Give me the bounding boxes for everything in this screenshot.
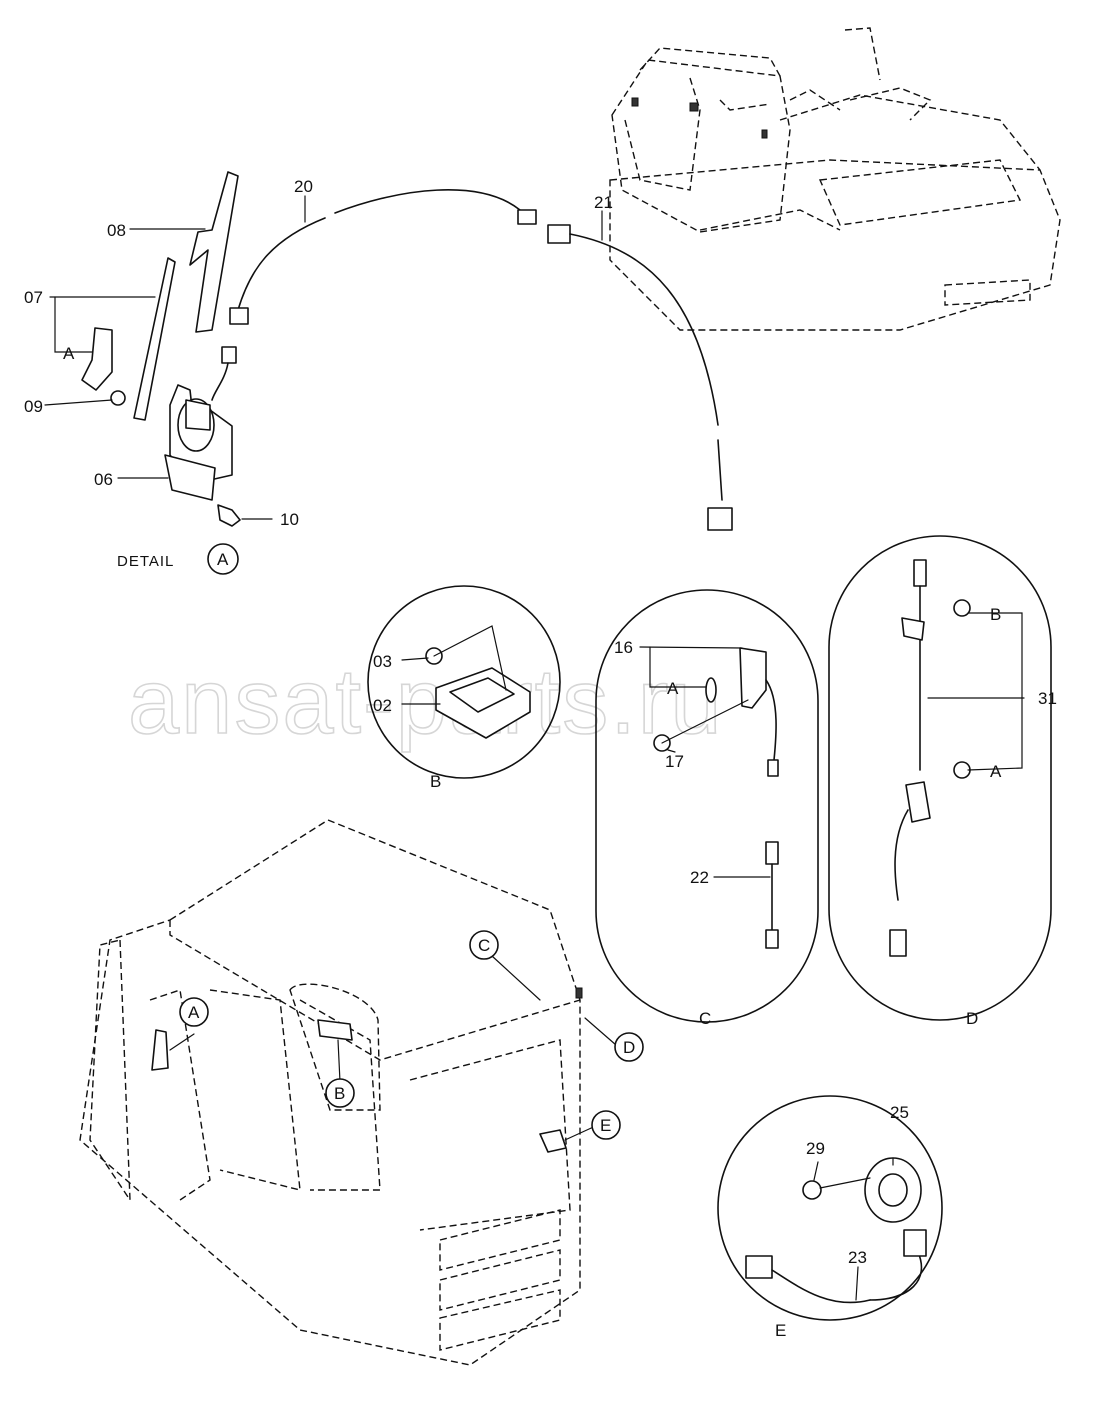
label-part-07: 07 <box>24 288 43 307</box>
view-b-lamp <box>367 585 561 779</box>
label-part-16: 16 <box>614 638 633 657</box>
leader-lines <box>44 195 1025 1301</box>
callout-b: B <box>325 1078 355 1108</box>
view-e-speaker <box>717 1095 943 1321</box>
label-part-06: 06 <box>94 470 113 489</box>
svg-text:E: E <box>600 1116 611 1135</box>
label-part-22: 22 <box>690 868 709 887</box>
label-part-20: 20 <box>294 177 313 196</box>
excavator-overview <box>609 27 1061 331</box>
view-d-antenna <box>828 535 1052 1021</box>
callout-e: E <box>591 1110 621 1140</box>
view-label-c: C <box>699 1009 711 1028</box>
label-part-31: 31 <box>1038 689 1057 708</box>
label-part-31-sub-b: B <box>990 605 1001 624</box>
view-c-cable <box>595 589 819 1023</box>
callout-d: D <box>614 1032 644 1062</box>
part-labels: 08 07 A 09 06 10 20 21 03 02 16 A 17 22 … <box>24 177 1057 1267</box>
view-label-b: B <box>430 772 441 791</box>
cab-drawing <box>79 819 583 1366</box>
detail-caption-ref: A <box>217 550 229 569</box>
label-part-02: 02 <box>373 696 392 715</box>
label-part-17: 17 <box>665 752 684 771</box>
label-part-10: 10 <box>280 510 299 529</box>
label-part-09: 09 <box>24 397 43 416</box>
callout-a: A <box>179 997 209 1027</box>
svg-text:D: D <box>623 1038 635 1057</box>
detail-caption-text: DETAIL <box>117 553 174 570</box>
svg-text:B: B <box>334 1084 345 1103</box>
label-part-08: 08 <box>107 221 126 240</box>
label-part-29: 29 <box>806 1139 825 1158</box>
callout-c: C <box>469 930 499 960</box>
harness-20-21 <box>229 189 733 531</box>
label-part-03: 03 <box>373 652 392 671</box>
label-part-16-sub-a: A <box>667 679 679 698</box>
view-label-d: D <box>966 1009 978 1028</box>
watermark: ansat-parts.ru <box>128 651 724 753</box>
callouts: A B C D E <box>179 930 644 1140</box>
label-part-31-sub-a: A <box>990 762 1002 781</box>
detail-a-caption: DETAIL A <box>117 543 239 575</box>
view-labels: B C D E <box>430 772 978 1340</box>
detail-a-wiper-assembly <box>81 171 241 527</box>
label-part-07-sub-a: A <box>63 344 75 363</box>
svg-text:A: A <box>188 1003 200 1022</box>
svg-text:C: C <box>478 936 490 955</box>
view-label-e: E <box>775 1321 786 1340</box>
label-part-25: 25 <box>890 1103 909 1122</box>
label-part-23: 23 <box>848 1248 867 1267</box>
label-part-21: 21 <box>594 193 613 212</box>
